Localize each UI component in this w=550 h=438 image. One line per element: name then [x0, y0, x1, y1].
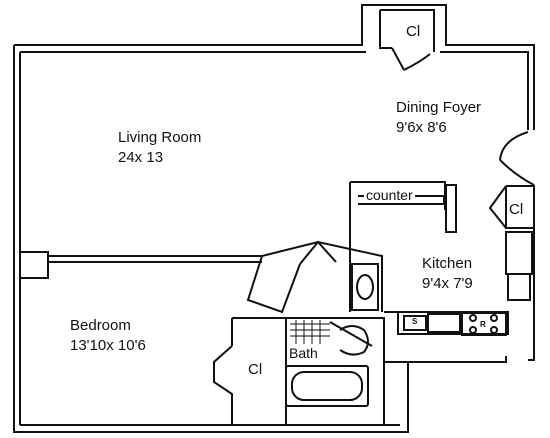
room-bedroom-name: Bedroom	[70, 317, 131, 334]
closet-top-walls	[379, 9, 435, 52]
room-living-name: Living Room	[118, 129, 202, 146]
exterior-wall	[13, 45, 507, 433]
washer-drum	[356, 274, 374, 300]
burner-2	[490, 314, 498, 322]
exterior-wall-north-inner	[20, 51, 529, 130]
refrigerator-door	[507, 274, 531, 301]
closet-kitchen-label: Cl	[509, 201, 524, 218]
closet-top-door	[391, 47, 431, 71]
living-bedroom-wall	[19, 251, 49, 279]
bathtub-inner	[291, 371, 363, 401]
burner-4	[490, 326, 498, 334]
sink	[403, 315, 427, 331]
counter-post	[445, 184, 457, 233]
living-bedroom-partition	[48, 255, 262, 263]
bath-door	[329, 321, 373, 347]
room-living-dims: 24x 13	[118, 149, 164, 166]
refrigerator	[505, 231, 533, 275]
dishwasher	[427, 313, 461, 333]
burner-1	[469, 314, 477, 322]
exterior-wall-east	[528, 185, 535, 361]
exterior-wall-north	[14, 4, 535, 130]
room-dining-dims: 9'6x 8'6	[396, 119, 447, 136]
bedroom-closet-door	[213, 345, 233, 425]
hall-door-bath	[299, 240, 337, 265]
room-kitchen-name: Kitchen	[422, 255, 473, 272]
sink-label: S	[412, 317, 418, 326]
room-kitchen-dims: 9'4x 7'9	[422, 275, 473, 292]
burner-3	[469, 326, 477, 334]
sink-counter	[397, 311, 509, 335]
room-dining-name: Dining Foyer	[396, 99, 482, 116]
counter-label: counter	[364, 187, 415, 203]
bathtub	[285, 365, 369, 407]
room-bedroom-dims: 13'10x 10'6	[70, 337, 146, 354]
hall-wall	[261, 240, 383, 312]
bath-tiles	[290, 320, 330, 344]
room-bath-name: Bath	[289, 345, 318, 361]
closet-top-label: Cl	[406, 23, 421, 40]
closet-bedroom-label: Cl	[248, 361, 263, 378]
washer-nook	[351, 263, 379, 311]
hall-door-bedroom	[246, 255, 301, 314]
kitchen-wall-south	[383, 311, 408, 363]
bath-walls	[286, 317, 385, 425]
toilet	[339, 325, 369, 356]
range	[461, 312, 507, 336]
range-label: R	[480, 320, 486, 329]
closet-kitchen-door	[488, 185, 507, 229]
dining-door	[499, 131, 535, 186]
